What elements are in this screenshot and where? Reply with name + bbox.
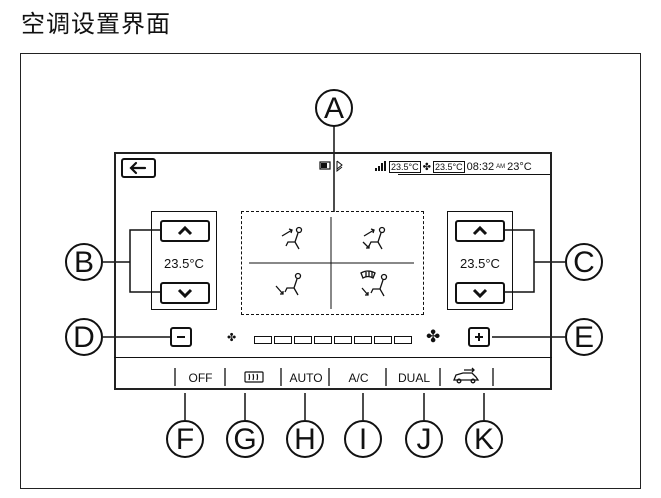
chevron-down-icon (177, 288, 193, 299)
airflow-face-feet-button[interactable] (358, 222, 390, 254)
off-button[interactable]: OFF (188, 371, 213, 385)
fan-speed-segment (354, 336, 372, 344)
fan-speed-segment (274, 336, 292, 344)
callout-j: J (405, 420, 443, 458)
outside-temp: 23°C (507, 161, 532, 173)
plus-icon (475, 333, 483, 341)
airflow-mode-grid (249, 217, 414, 309)
left-temp-value: 23.5°C (164, 256, 204, 271)
fan-speed-segment (334, 336, 352, 344)
clock: 08:32 (466, 161, 495, 173)
callout-a: A (315, 89, 353, 127)
left-temp-up-button[interactable] (160, 220, 210, 242)
callout-d: D (65, 318, 103, 356)
status-bar: 23.5°C ✤ 23.5°C 08:32 AM 23°C (389, 161, 532, 173)
seat-face-vent-icon (281, 226, 303, 250)
page-title: 空调设置界面 (21, 10, 171, 38)
car-recirculation-icon (453, 367, 480, 384)
airflow-feet-button[interactable] (272, 268, 306, 302)
bottom-bar-divider (114, 357, 552, 358)
ac-button[interactable]: A/C (348, 371, 369, 385)
figure-frame (20, 53, 641, 489)
right-temp-up-button[interactable] (455, 220, 505, 242)
callout-f: F (166, 420, 204, 458)
recirculation-button[interactable] (450, 367, 484, 385)
right-temp-down-button[interactable] (455, 282, 505, 304)
airflow-face-button[interactable] (278, 222, 308, 254)
touch-screen (114, 152, 552, 390)
callout-b: B (65, 243, 103, 281)
status-icons (319, 160, 343, 173)
fan-increase-button[interactable] (468, 327, 490, 347)
callout-h: H (286, 420, 324, 458)
airflow-defrost-feet-button[interactable] (358, 268, 392, 302)
minus-icon (177, 336, 185, 338)
callout-g: G (226, 420, 264, 458)
left-temp-panel (151, 211, 217, 310)
airflow-grid-lines (249, 217, 414, 309)
chevron-down-icon (472, 288, 488, 299)
callout-e: E (565, 318, 603, 356)
clock-ampm: AM (496, 164, 506, 170)
back-button[interactable] (121, 158, 156, 178)
dual-button[interactable]: DUAL (397, 371, 430, 385)
chevron-up-icon (177, 225, 193, 236)
fan-speed-segment (254, 336, 272, 344)
status-reading-1: 23.5°C (389, 161, 421, 173)
fan-speed-segment (394, 336, 412, 344)
fan-high-icon: ✤ (426, 327, 441, 346)
right-temp-panel (447, 211, 513, 310)
bluetooth-icon (336, 160, 343, 173)
fan-decrease-button[interactable] (170, 327, 192, 347)
battery-icon (319, 161, 331, 170)
chevron-up-icon (472, 225, 488, 236)
fan-speed-segment (294, 336, 312, 344)
callout-c: C (565, 243, 603, 281)
signal-icon (375, 161, 386, 171)
rear-defrost-button[interactable] (233, 369, 275, 385)
seat-feet-vent-icon (275, 272, 302, 296)
airflow-mode-group (241, 211, 424, 315)
right-temp-value: 23.5°C (460, 256, 500, 271)
callout-i: I (344, 420, 382, 458)
left-temp-down-button[interactable] (160, 282, 210, 304)
fan-speed-segment (314, 336, 332, 344)
seat-defrost-feet-icon (360, 270, 388, 297)
seat-face-feet-vent-icon (362, 226, 386, 250)
auto-button[interactable]: AUTO (289, 371, 323, 385)
callout-k: K (465, 420, 503, 458)
fan-speed-bar[interactable] (254, 331, 414, 349)
fan-speed-segment (374, 336, 392, 344)
fan-icon: ✤ (422, 161, 432, 173)
status-divider (398, 174, 550, 175)
arrow-left-icon (129, 161, 147, 175)
status-reading-2: 23.5°C (433, 161, 465, 173)
fan-low-icon: ✤ (227, 332, 237, 344)
rear-defrost-icon (244, 371, 264, 383)
